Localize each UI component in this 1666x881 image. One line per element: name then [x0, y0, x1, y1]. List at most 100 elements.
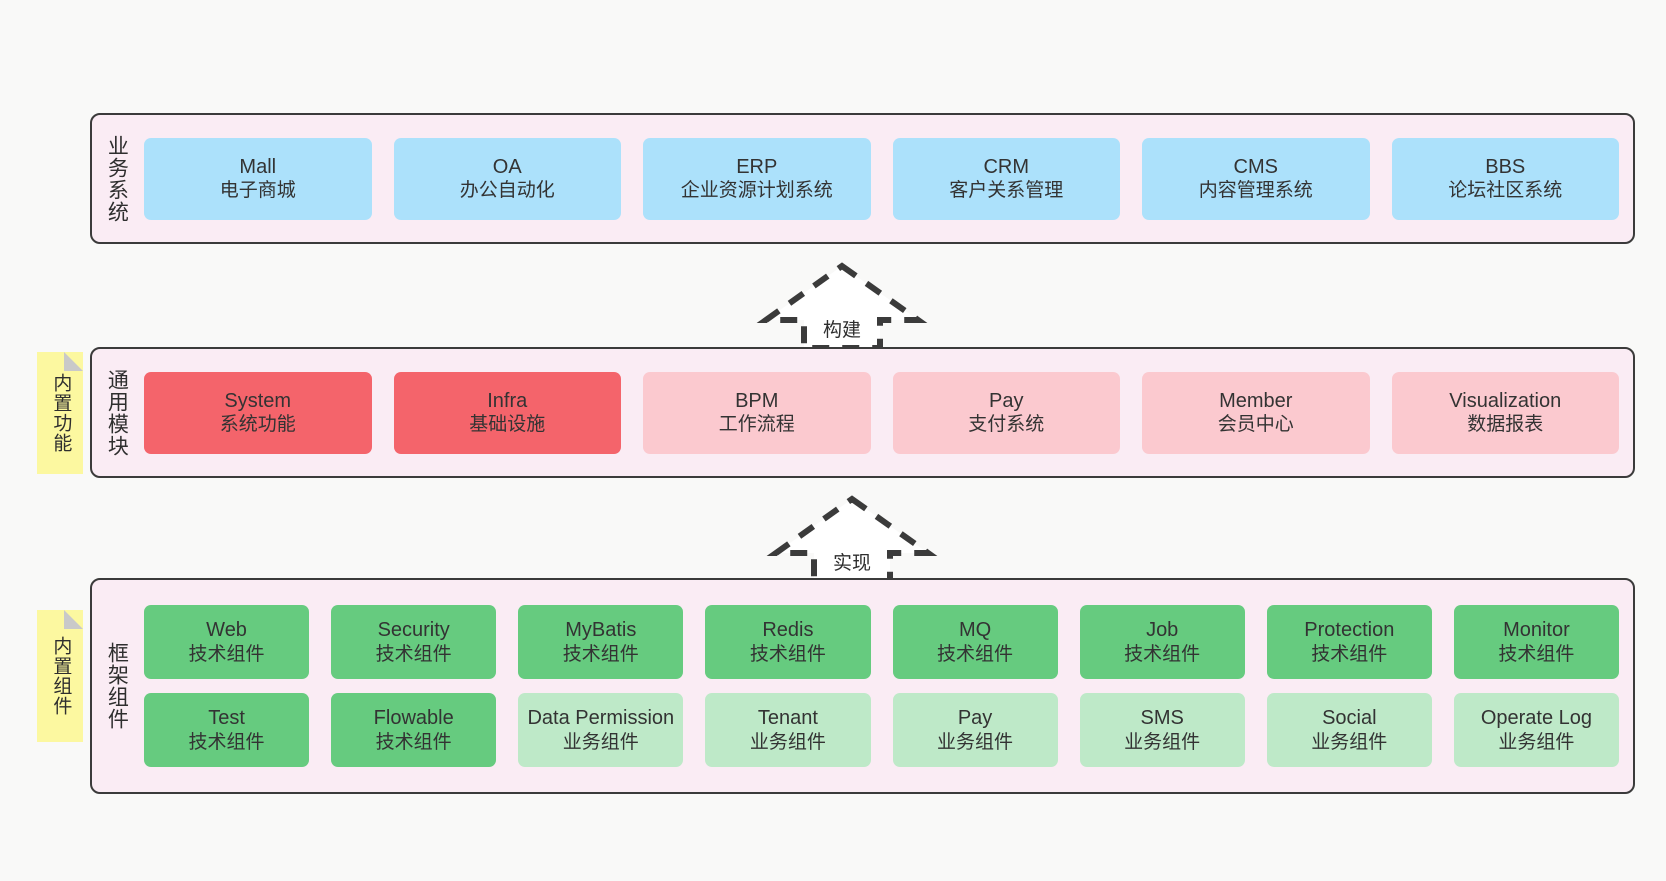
card-security[interactable]: Security 技术组件 [331, 605, 497, 679]
layer-modules-label: 通用模块 [105, 368, 129, 457]
card-job[interactable]: Job 技术组件 [1079, 605, 1245, 679]
card-social[interactable]: Social 业务组件 [1266, 693, 1432, 767]
card-title: Redis [762, 619, 814, 642]
card-title: Pay [957, 707, 993, 730]
card-subtitle: 技术组件 [937, 643, 1014, 665]
card-title: Data Permission [527, 707, 675, 730]
card-title: Security [377, 619, 450, 642]
note-label: 内置组件 [50, 636, 72, 716]
card-subtitle: 业务组件 [1311, 731, 1388, 753]
card-subtitle: 技术组件 [562, 643, 639, 665]
card-system[interactable]: System 系统功能 [144, 371, 372, 454]
card-pay-module[interactable]: Pay 支付系统 [892, 371, 1120, 454]
card-title: Web [206, 619, 247, 642]
card-member[interactable]: Member 会员中心 [1142, 371, 1370, 454]
card-mall[interactable]: Mall 电子商城 [144, 137, 372, 220]
layer-modules-body: System 系统功能 Infra 基础设施 BPM 工作流程 Pay 支付系统… [140, 349, 1633, 476]
arrow-implement: 实现 [766, 495, 938, 585]
framework-tech-row: Web 技术组件 Security 技术组件 MyBatis 技术组件 Redi… [144, 605, 1619, 679]
card-redis[interactable]: Redis 技术组件 [705, 605, 871, 679]
card-subtitle: 论坛社区系统 [1448, 180, 1563, 202]
card-subtitle: 数据报表 [1467, 414, 1544, 436]
card-subtitle: 业务组件 [937, 731, 1014, 753]
card-title: ERP [736, 155, 778, 178]
card-title: Pay [989, 389, 1024, 412]
card-title: System [224, 389, 292, 412]
card-mq[interactable]: MQ 技术组件 [892, 605, 1058, 679]
card-title: SMS [1140, 707, 1184, 730]
card-subtitle: 技术组件 [1498, 643, 1575, 665]
card-flowable[interactable]: Flowable 技术组件 [331, 693, 497, 767]
modules-card-row: System 系统功能 Infra 基础设施 BPM 工作流程 Pay 支付系统… [144, 371, 1619, 454]
layer-framework-body: Web 技术组件 Security 技术组件 MyBatis 技术组件 Redi… [140, 580, 1633, 792]
card-subtitle: 业务组件 [1498, 731, 1575, 753]
card-subtitle: 业务组件 [562, 731, 639, 753]
note-label: 内置功能 [50, 373, 72, 453]
arrow-build-label: 构建 [822, 320, 861, 341]
layer-framework-components: 框架组件 Web 技术组件 Security 技术组件 MyBatis 技术组件… [90, 578, 1635, 794]
card-subtitle: 技术组件 [188, 731, 265, 753]
card-title: Mall [239, 155, 277, 178]
card-title: CMS [1233, 155, 1278, 178]
card-bbs[interactable]: BBS 论坛社区系统 [1391, 137, 1619, 220]
card-subtitle: 内容管理系统 [1198, 180, 1313, 202]
card-monitor[interactable]: Monitor 技术组件 [1453, 605, 1619, 679]
card-sms[interactable]: SMS 业务组件 [1079, 693, 1245, 767]
card-title: BPM [735, 389, 779, 412]
card-title: Job [1146, 619, 1179, 642]
card-cms[interactable]: CMS 内容管理系统 [1142, 137, 1370, 220]
card-title: Infra [487, 389, 528, 412]
card-subtitle: 支付系统 [968, 414, 1045, 436]
layer-business-label: 业务系统 [105, 134, 129, 223]
card-title: Test [208, 707, 245, 730]
framework-biz-row: Test 技术组件 Flowable 技术组件 Data Permission … [144, 693, 1619, 767]
layer-framework-label: 框架组件 [105, 642, 129, 730]
card-subtitle: 工作流程 [718, 414, 795, 436]
card-tenant[interactable]: Tenant 业务组件 [705, 693, 871, 767]
card-subtitle: 技术组件 [1124, 643, 1201, 665]
arrow-implement-label: 实现 [832, 553, 871, 574]
card-title: Protection [1304, 619, 1395, 642]
card-title: BBS [1485, 155, 1526, 178]
card-title: Tenant [757, 707, 818, 730]
card-title: MyBatis [565, 619, 637, 642]
card-web[interactable]: Web 技术组件 [144, 605, 310, 679]
card-subtitle: 企业资源计划系统 [680, 180, 833, 202]
card-subtitle: 技术组件 [1311, 643, 1388, 665]
card-crm[interactable]: CRM 客户关系管理 [892, 137, 1120, 220]
card-subtitle: 会员中心 [1217, 414, 1294, 436]
card-title: Visualization [1449, 389, 1562, 412]
card-title: Member [1219, 389, 1293, 412]
card-subtitle: 业务组件 [1124, 731, 1201, 753]
card-test[interactable]: Test 技术组件 [144, 693, 310, 767]
note-builtin-functions: 内置功能 [37, 352, 83, 474]
card-title: Social [1322, 707, 1377, 730]
card-subtitle: 基础设施 [469, 414, 546, 436]
card-mybatis[interactable]: MyBatis 技术组件 [518, 605, 684, 679]
card-subtitle: 办公自动化 [459, 180, 555, 202]
note-builtin-components: 内置组件 [37, 610, 83, 742]
card-oa[interactable]: OA 办公自动化 [393, 137, 621, 220]
layer-business-body: Mall 电子商城 OA 办公自动化 ERP 企业资源计划系统 CRM 客户关系… [140, 115, 1633, 242]
card-bpm[interactable]: BPM 工作流程 [643, 371, 871, 454]
card-subtitle: 技术组件 [749, 643, 826, 665]
card-infra[interactable]: Infra 基础设施 [393, 371, 621, 454]
card-protection[interactable]: Protection 技术组件 [1266, 605, 1432, 679]
card-subtitle: 业务组件 [749, 731, 826, 753]
card-subtitle: 电子商城 [219, 180, 296, 202]
card-data-permission[interactable]: Data Permission 业务组件 [518, 693, 684, 767]
arrow-implement-shape [766, 495, 938, 584]
card-operate-log[interactable]: Operate Log 业务组件 [1453, 693, 1619, 767]
card-title: Operate Log [1480, 707, 1593, 730]
card-title: Flowable [373, 707, 454, 730]
card-title: CRM [983, 155, 1030, 178]
card-subtitle: 客户关系管理 [949, 180, 1064, 202]
layer-business-systems: 业务系统 Mall 电子商城 OA 办公自动化 ERP 企业资源计划系统 CRM… [90, 113, 1635, 244]
card-erp[interactable]: ERP 企业资源计划系统 [643, 137, 871, 220]
card-subtitle: 系统功能 [219, 414, 296, 436]
layer-common-modules: 通用模块 System 系统功能 Infra 基础设施 BPM 工作流程 Pay… [90, 347, 1635, 478]
card-subtitle: 技术组件 [188, 643, 265, 665]
card-subtitle: 技术组件 [375, 643, 452, 665]
card-pay-component[interactable]: Pay 业务组件 [892, 693, 1058, 767]
card-visualization[interactable]: Visualization 数据报表 [1391, 371, 1619, 454]
